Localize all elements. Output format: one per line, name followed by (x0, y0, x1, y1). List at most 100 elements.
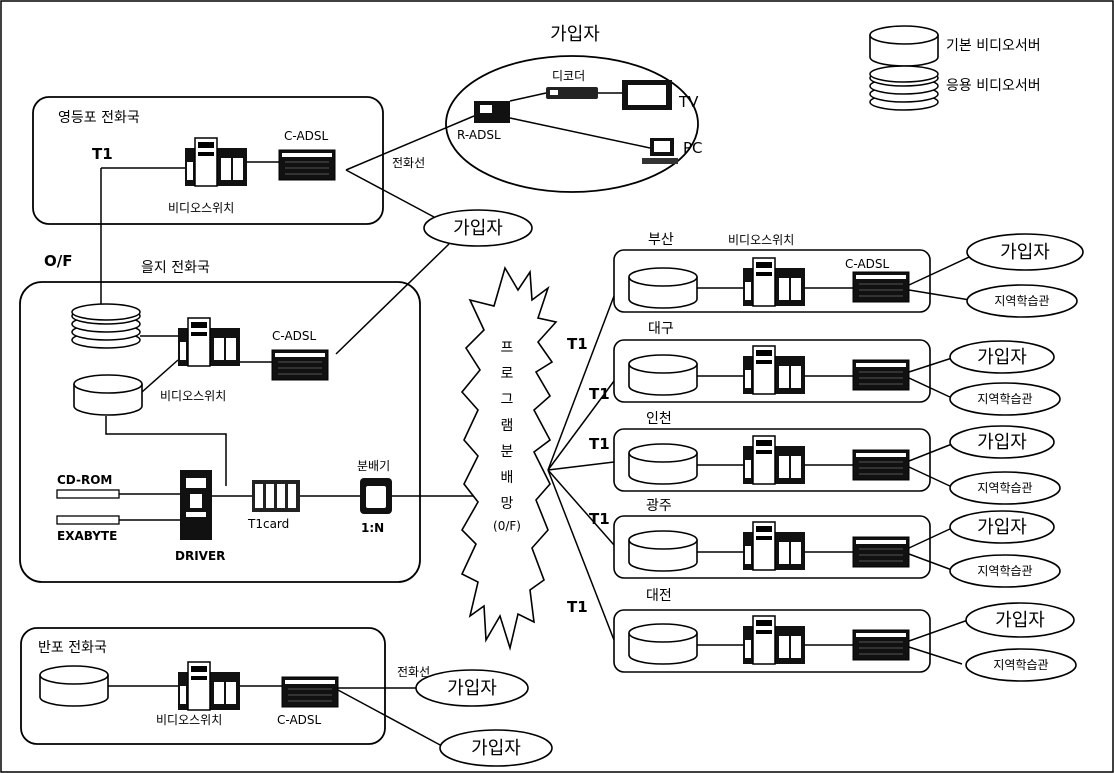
splitter-label: 분배기 (357, 459, 390, 473)
regional-office-daejeon: 대전 가입자 지역학습관 (613, 588, 1077, 682)
applied-server-icon (71, 303, 141, 349)
video-switch-icon (742, 435, 806, 485)
subscriber-oval (949, 510, 1055, 544)
splitter-ratio: 1:N (361, 521, 384, 535)
yeongdeungpo-title: 영등포 전화국 (58, 110, 140, 126)
regional-switch-label: 비디오스위치 (728, 233, 794, 247)
video-switch-icon (742, 615, 806, 665)
subscriber-oval: 가입자 (423, 209, 533, 247)
tv-label: TV (678, 93, 699, 111)
tv-icon (622, 80, 672, 110)
learning-center-label: 지역학습관 (977, 564, 1032, 578)
euljiro-title: 을지 전화국 (141, 260, 210, 276)
splitter-icon (360, 478, 392, 514)
video-switch-icon (742, 345, 806, 395)
pc-label: PC (683, 139, 703, 157)
phone-line-label: 전화선 (392, 156, 425, 170)
network-char: 분 (501, 444, 514, 460)
driver-label: DRIVER (175, 549, 225, 563)
r-adsl-modem-icon (474, 101, 510, 123)
banpo-subscriber-1: 가입자 (447, 678, 497, 699)
learning-center-oval (965, 648, 1077, 682)
t1card-label: T1card (247, 517, 289, 531)
c-adsl-modem-icon (281, 676, 339, 708)
decoder-icon (546, 87, 598, 99)
regional-office-busan: 부산 가입자 지역학습관 (613, 232, 1084, 318)
c-adsl-modem-icon (852, 449, 910, 481)
t1-label: T1 (567, 335, 588, 353)
learning-center-oval (949, 471, 1061, 505)
driver-tower-icon (180, 470, 212, 540)
banpo-office: 반포 전화국 비디오스위치 C-ADSL (20, 627, 386, 745)
learning-center-label: 지역학습관 (994, 294, 1049, 308)
subscriber-home: 가입자 R-ADSL 디코더 TV PC (445, 24, 703, 193)
subscriber-label: 가입자 (977, 347, 1027, 368)
banpo-cadsl-label: C-ADSL (277, 713, 322, 727)
learning-center-label: 지역학습관 (977, 392, 1032, 406)
exabyte-label: EXABYTE (57, 529, 117, 543)
subscriber-home-title: 가입자 (550, 24, 600, 45)
video-switch-icon (177, 317, 241, 367)
regional-office-name: 대전 (646, 588, 672, 604)
program-distribution-network: 프 로 그 램 분 배 망 (0/F) (460, 265, 558, 652)
subscriber-mid-label: 가입자 (453, 218, 503, 239)
network-char: 프 (501, 340, 514, 356)
legend-applied-server: 응용 비디오서버 (946, 78, 1041, 94)
yeongdeungpo-office: 영등포 전화국 T1 비디오스위치 C-ADSL (32, 96, 384, 225)
subscriber-label: 가입자 (977, 517, 1027, 538)
subscriber-oval (966, 233, 1084, 271)
regional-office-name: 광주 (646, 498, 672, 514)
regional-office-incheon: 인천 가입자 지역학습관 (613, 411, 1061, 505)
network-char: 램 (501, 418, 514, 434)
video-switch-icon (742, 257, 806, 307)
yeongdeungpo-switch-label: 비디오스위치 (168, 201, 234, 215)
subscriber-oval (949, 340, 1055, 374)
legend-basic-server: 기본 비디오서버 (946, 38, 1041, 54)
network-char: 그 (501, 392, 514, 408)
c-adsl-modem-icon (278, 149, 336, 181)
c-adsl-modem-icon (271, 349, 329, 381)
exabyte-drive-icon (56, 515, 120, 525)
basic-server-icon (628, 354, 698, 396)
video-switch-icon (742, 521, 806, 571)
banpo-switch-label: 비디오스위치 (156, 713, 222, 727)
regional-office-name: 대구 (648, 321, 674, 337)
applied-server-icon (869, 65, 939, 111)
t1-label: T1 (589, 385, 610, 403)
network-char: 배 (501, 470, 514, 486)
basic-server-icon (628, 267, 698, 309)
learning-center-label: 지역학습관 (977, 481, 1032, 495)
euljiro-cadsl-label: C-ADSL (272, 329, 317, 343)
yeongdeungpo-cadsl-label: C-ADSL (284, 129, 329, 143)
banpo-subscriber-2: 가입자 (471, 738, 521, 759)
decoder-label: 디코더 (552, 69, 585, 83)
basic-server-icon (628, 623, 698, 665)
legend: 기본 비디오서버 응용 비디오서버 (869, 25, 1041, 111)
t1-links: T1 T1 T1 T1 T1 (547, 295, 615, 641)
subscriber-label: 가입자 (995, 610, 1045, 631)
basic-server-icon (869, 25, 939, 67)
pc-icon (642, 138, 678, 164)
c-adsl-modem-icon (852, 629, 910, 661)
subscriber-oval (415, 669, 529, 707)
network-char: (0/F) (493, 519, 521, 533)
banpo-title: 반포 전화국 (38, 640, 107, 656)
t1-label: T1 (567, 598, 588, 616)
subscriber-label: 가입자 (977, 432, 1027, 453)
cdrom-label: CD-ROM (57, 473, 112, 487)
subscriber-oval (949, 425, 1055, 459)
banpo-phone-line-label: 전화선 (397, 665, 430, 679)
basic-server-icon (628, 530, 698, 572)
learning-center-oval (949, 382, 1061, 416)
t1-label: T1 (589, 510, 610, 528)
basic-server-icon (628, 443, 698, 485)
learning-center-label: 지역학습관 (993, 658, 1048, 672)
learning-center-oval (949, 554, 1061, 588)
c-adsl-modem-icon (852, 271, 910, 303)
subscriber-oval (439, 729, 553, 767)
euljiro-switch-label: 비디오스위치 (160, 389, 226, 403)
regional-office-daegu: 대구 가입자 지역학습관 (613, 321, 1061, 416)
yeongdeungpo-t1: T1 (92, 145, 113, 163)
c-adsl-modem-icon (852, 536, 910, 568)
